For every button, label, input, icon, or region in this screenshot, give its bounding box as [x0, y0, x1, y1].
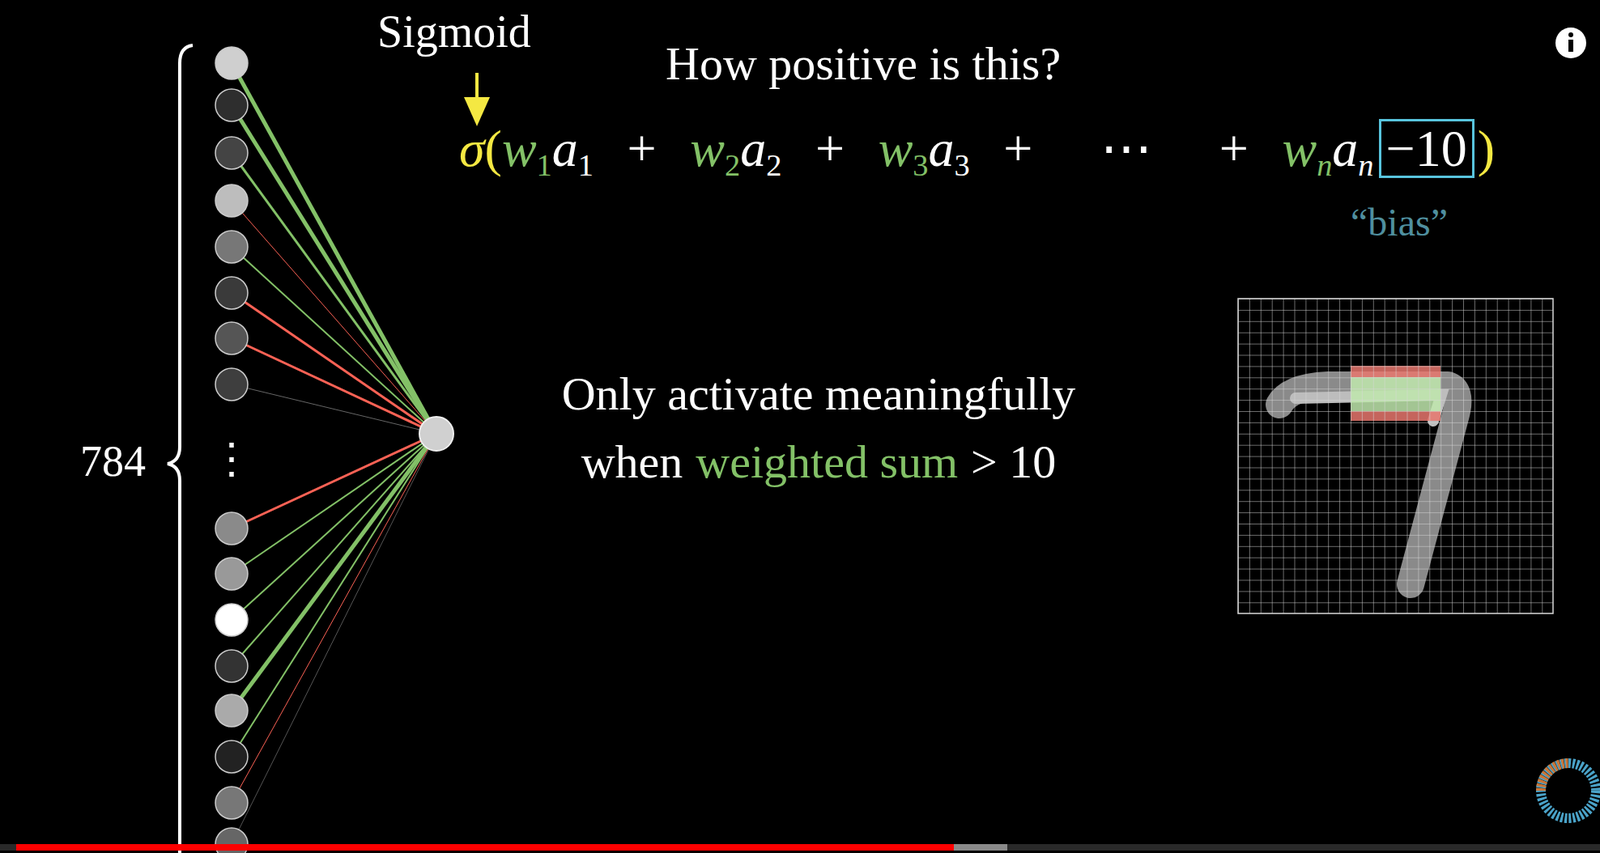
input-neuron [215, 322, 248, 355]
input-neuron [215, 89, 248, 122]
bias-value: −10 [1386, 119, 1468, 178]
neuron-count: 784 [80, 437, 146, 486]
bias-box: −10 [1378, 119, 1475, 179]
sigma: σ [459, 118, 486, 181]
weight-line [231, 293, 437, 435]
weight: w [878, 118, 914, 181]
count-holder: 784 [16, 435, 146, 489]
weight-line [231, 434, 437, 621]
info-circle [1555, 27, 1587, 59]
pointer-arrow [475, 72, 479, 114]
plus: + [1003, 118, 1033, 181]
plus: + [815, 118, 845, 181]
note-text: when [581, 434, 684, 491]
input-neuron [215, 368, 248, 401]
activation-index: 3 [954, 146, 971, 184]
note-text: Only activate meaningfully [561, 367, 1077, 421]
weight: w [502, 118, 537, 181]
spinner-segment [1540, 763, 1569, 792]
input-neuron [215, 512, 248, 545]
weight-index: 3 [912, 146, 928, 184]
sigmoid-label-holder: Sigmoid [377, 4, 532, 60]
weight-line [231, 153, 437, 435]
grid-ground [1238, 298, 1554, 614]
progress-track [0, 844, 1600, 852]
weight-line [231, 384, 437, 435]
progress-bar [16, 844, 954, 852]
input-neuron [215, 604, 248, 637]
info-dot [1568, 32, 1574, 38]
note-highlight: weighted sum [695, 434, 958, 491]
weight-lines [231, 63, 437, 845]
note-text: > 10 [970, 434, 1056, 491]
input-neuron [215, 184, 248, 218]
curly-brace [167, 45, 193, 853]
spinner-ring [1540, 763, 1596, 819]
bias-label: “bias” [1350, 200, 1448, 244]
dots-holder: ⋮ [191, 433, 273, 484]
weight-line [231, 434, 437, 711]
info-icon [1555, 27, 1587, 59]
input-neuron [215, 136, 248, 170]
weight-line [231, 434, 437, 845]
pixel-grid [1238, 298, 1554, 614]
question-text-holder: How positive is this? [665, 35, 1061, 93]
bias-label-holder: “bias” [1350, 199, 1448, 247]
activation-index: 1 [578, 146, 594, 184]
input-neuron [215, 694, 248, 728]
plus: + [627, 118, 657, 181]
info-bar [1568, 39, 1574, 52]
weight-line [231, 434, 437, 804]
input-neuron [215, 557, 248, 591]
weight-index: 2 [724, 146, 741, 184]
activation: a [552, 118, 579, 181]
note-line: whenweighted sum> 10 [413, 434, 1224, 491]
activation: a [1331, 118, 1358, 181]
grid-lines [1238, 298, 1554, 614]
weight-index: n [1316, 146, 1332, 184]
activation: a [928, 118, 955, 181]
input-neuron [215, 276, 248, 310]
activation-index: 2 [765, 146, 782, 184]
progress-buffer [953, 844, 1008, 852]
input-neuron [215, 740, 248, 774]
question-text: How positive is this? [665, 37, 1061, 90]
weight-index: 1 [536, 146, 553, 184]
weight-line [231, 200, 437, 435]
weight: w [689, 118, 725, 181]
weight-line [231, 338, 437, 435]
input-neuron [215, 230, 248, 264]
ellipsis: ⋯ [1100, 118, 1153, 181]
activation: a [740, 118, 766, 181]
input-neuron [215, 46, 248, 80]
sigmoid-label: Sigmoid [377, 6, 532, 57]
weight-line [231, 246, 437, 435]
paren: ) [1477, 118, 1495, 181]
activation-index: n [1357, 146, 1374, 184]
output-neuron [419, 417, 454, 452]
input-neuron [215, 650, 248, 683]
ellipsis: ⋮ [210, 434, 253, 483]
paren: ( [485, 118, 503, 181]
grid-border [1238, 298, 1554, 614]
weight-line [231, 434, 437, 758]
input-neuron [215, 787, 248, 820]
weight-line [231, 105, 437, 435]
weighted-sum-formula: σ(w1a1+w2a2+w3a3+⋯+wnan−10) [459, 118, 1495, 181]
loading-spinner [1540, 763, 1596, 819]
weight-line [231, 434, 437, 667]
weight: w [1281, 118, 1317, 181]
weight-line [231, 434, 437, 575]
weight-line [231, 63, 437, 435]
plus: + [1219, 118, 1249, 181]
note-line: Only activate meaningfully [413, 365, 1224, 423]
